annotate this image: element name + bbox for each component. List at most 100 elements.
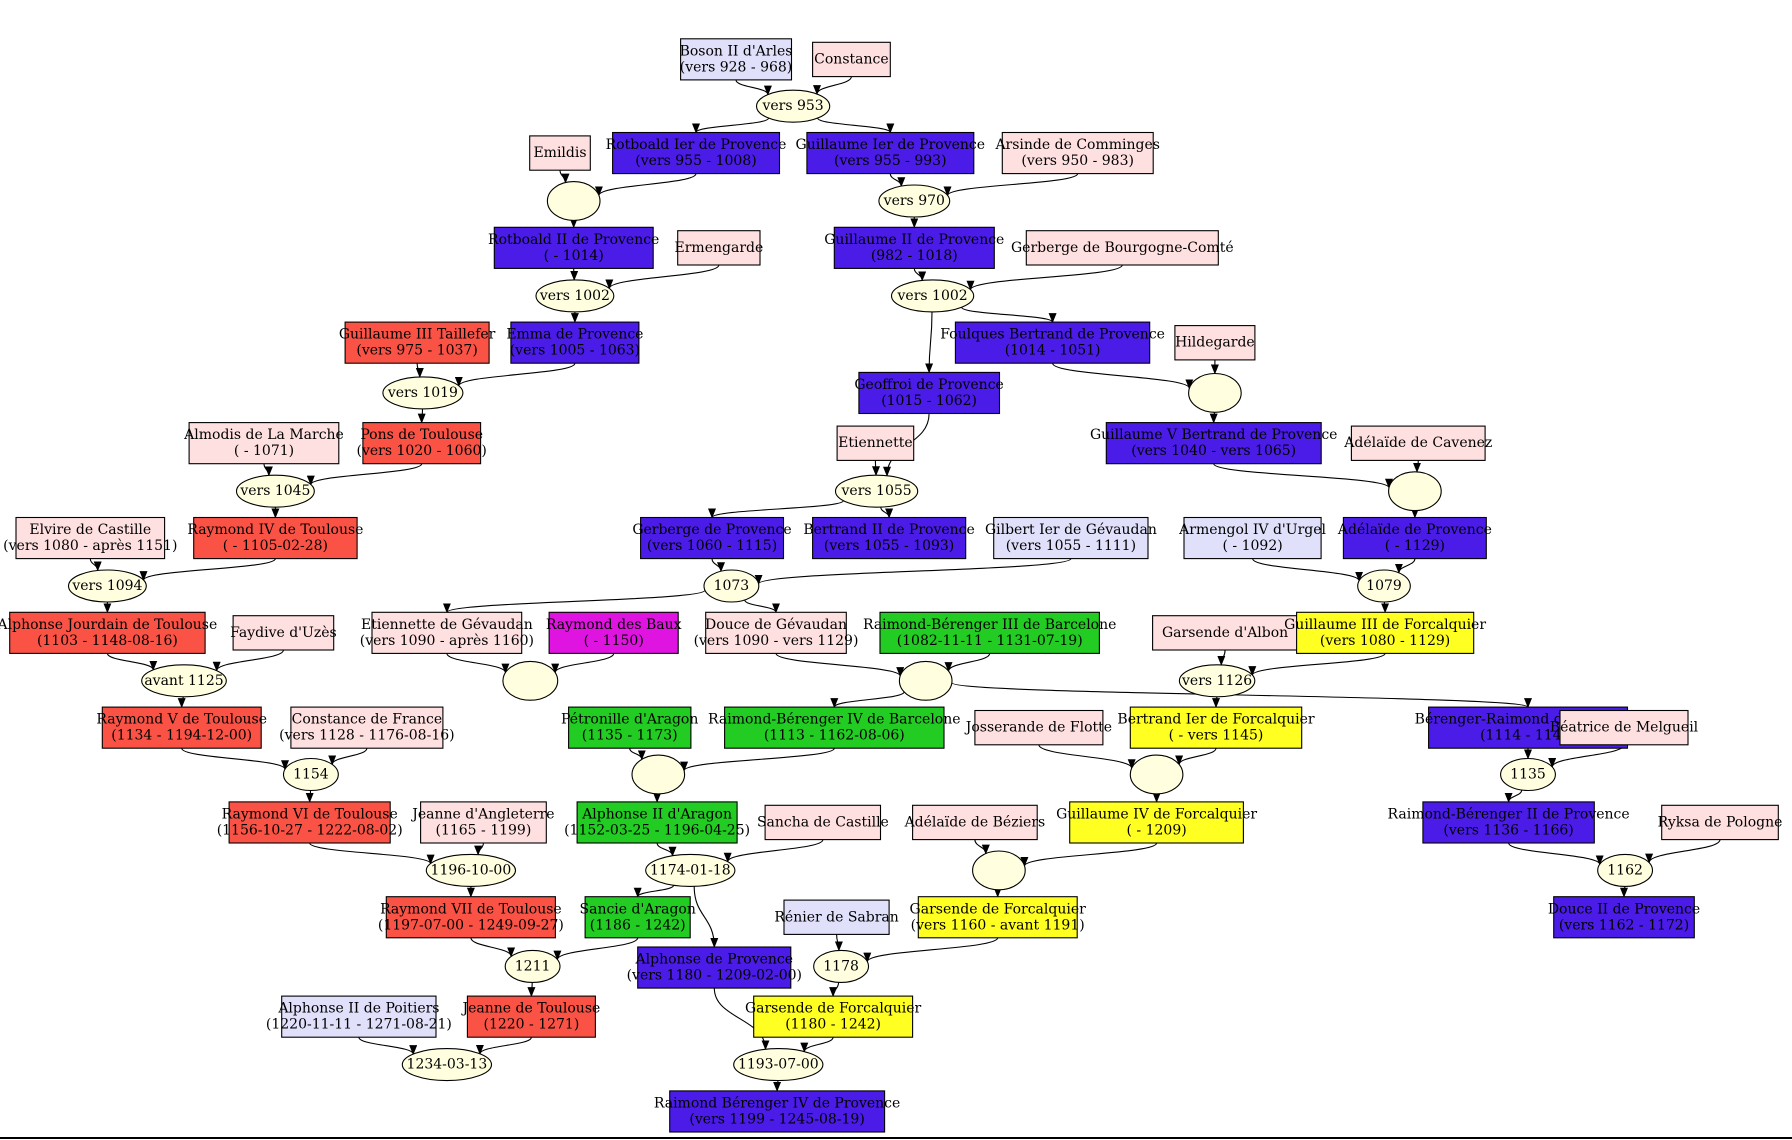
person-bertrand1f[interactable]: Bertrand Ier de Forcalquier( - vers 1145… — [1117, 706, 1315, 749]
marriage-m_pet[interactable] — [631, 754, 686, 795]
person-rb2p[interactable]: Raimond-Bérenger II de Provence(vers 113… — [1388, 801, 1630, 844]
person-geoffroi[interactable]: Geoffroi de Provence(1015 - 1062) — [854, 371, 1004, 415]
marriage-m_1002a[interactable]: vers 1002 — [535, 279, 615, 313]
person-foulques[interactable]: Foulques Bertrand de Provence(1014 - 105… — [940, 321, 1165, 364]
marriage-m_1193[interactable]: 1193-07-00 — [733, 1048, 824, 1082]
child-edge — [693, 886, 719, 948]
person-raymond4[interactable]: Raymond IV de Toulouse( - 1105-02-28) — [187, 516, 363, 560]
person-garsende_f2[interactable]: Garsende de Forcalquier(1180 - 1242) — [745, 995, 922, 1038]
marriage-m_1196[interactable]: 1196-10-00 — [425, 853, 517, 887]
marriage-m_rb3[interactable] — [898, 660, 953, 701]
marriage-m_1079[interactable]: 1079 — [1357, 569, 1411, 603]
person-douce2[interactable]: Douce II de Provence(vers 1162 - 1172) — [1548, 896, 1700, 939]
marriage-m_1094[interactable]: vers 1094 — [67, 569, 147, 603]
person-guillaume4f[interactable]: Guillaume IV de Forcalquier( - 1209) — [1056, 801, 1257, 844]
person-rotboald2[interactable]: Rotboald II de Provence( - 1014) — [488, 226, 659, 269]
person-bertrand2[interactable]: Bertrand II de Provence(vers 1055 - 1093… — [803, 516, 975, 560]
person-gerberge_p[interactable]: Gerberge de Provence(vers 1060 - 1115) — [632, 516, 792, 560]
person-josserande[interactable]: Josserande de Flotte — [964, 709, 1112, 746]
person-name: Elvire de Castille — [29, 522, 151, 538]
person-arsinde[interactable]: Arsinde de Comminges(vers 950 - 983) — [994, 131, 1160, 175]
person-raymond6[interactable]: Raymond VI de Toulouse(1156-10-27 - 1222… — [217, 801, 403, 844]
person-etiennette_g[interactable]: Etiennette de Gévaudan(vers 1090 - après… — [360, 611, 534, 654]
person-adelaide_b[interactable]: Adélaïde de Béziers — [904, 804, 1046, 841]
person-rb4[interactable]: Raimond-Bérenger IV de Barcelone(1113 - … — [708, 706, 961, 749]
spouse-edge — [1020, 842, 1158, 867]
person-alphonse_j[interactable]: Alphonse Jourdain de Toulouse(1103 - 114… — [0, 611, 217, 654]
person-adelaide_cav[interactable]: Adélaïde de Cavenez — [1343, 425, 1492, 461]
person-raymond_baux[interactable]: Raymond des Baux( - 1150) — [546, 611, 682, 654]
person-douce_g[interactable]: Douce de Gévaudan(vers 1090 - vers 1129) — [694, 611, 859, 654]
marriage-m_1178[interactable]: 1178 — [813, 949, 870, 983]
person-dates: (vers 1080 - après 1151) — [3, 538, 177, 554]
spouse-edge — [89, 558, 102, 572]
person-box — [680, 38, 793, 81]
person-boson[interactable]: Boson II d'Arles(vers 928 - 968) — [680, 38, 793, 81]
marriage-m_cav[interactable] — [1388, 471, 1442, 512]
person-jeanne_t[interactable]: Jeanne de Toulouse(1220 - 1271) — [460, 995, 600, 1038]
person-constance_f[interactable]: Constance de France(vers 1128 - 1176-08-… — [279, 706, 455, 749]
child-edge — [1620, 886, 1629, 898]
person-rotboald1[interactable]: Rotboald Ier de Provence(vers 955 - 1008… — [606, 131, 787, 175]
marriage-m_1125[interactable]: avant 1125 — [141, 664, 227, 698]
person-guillaume3f[interactable]: Guillaume III de Forcalquier(vers 1080 -… — [1284, 611, 1486, 654]
marriage-m_1174[interactable]: 1174-01-18 — [645, 853, 736, 887]
marriage-m_em[interactable] — [546, 181, 601, 221]
person-armengol[interactable]: Armengol IV d'Urgel( - 1092) — [1178, 516, 1327, 560]
person-gilbert[interactable]: Gilbert Ier de Gévaudan(vers 1055 - 1111… — [985, 516, 1157, 560]
person-guillaume5[interactable]: Guillaume V Bertrand de Provence(vers 10… — [1090, 422, 1338, 465]
marriage-m_jos[interactable] — [1129, 754, 1184, 795]
person-alphonse2p[interactable]: Alphonse II de Poitiers(1220-11-11 - 127… — [266, 995, 452, 1038]
person-emildis[interactable]: Emildis — [529, 135, 591, 171]
spouse-edge — [553, 937, 639, 961]
person-renier[interactable]: Rénier de Sabran — [774, 899, 899, 935]
person-hildegarde[interactable]: Hildegarde — [1174, 325, 1256, 361]
person-name: Pétronille d'Aragon — [561, 712, 698, 728]
person-beatrice[interactable]: Béatrice de Melgueil — [1550, 709, 1699, 746]
person-ermengarde[interactable]: Ermengarde — [675, 230, 764, 266]
marriage-m_970[interactable]: vers 970 — [878, 184, 951, 218]
person-rb3[interactable]: Raimond-Bérenger III de Barcelone(1082-1… — [863, 611, 1116, 654]
marriage-m_1045[interactable]: vers 1045 — [235, 474, 315, 508]
person-raymond5[interactable]: Raymond V de Toulouse(1134 - 1194-12-00) — [96, 706, 267, 749]
marriage-m_1162[interactable]: 1162 — [1597, 853, 1654, 887]
person-almodis[interactable]: Almodis de La Marche( - 1071) — [183, 422, 344, 465]
person-guillaume3t[interactable]: Guillaume III Taillefer(vers 975 - 1037) — [339, 321, 496, 364]
marriage-m_953[interactable]: vers 953 — [755, 89, 831, 123]
marriage-m_hild[interactable] — [1188, 372, 1242, 413]
marriage-m_baux[interactable] — [502, 660, 559, 701]
marriage-m_1126[interactable]: vers 1126 — [1178, 664, 1256, 698]
person-sancie[interactable]: Sancie d'Aragon(1186 - 1242) — [580, 896, 696, 939]
person-box — [677, 230, 761, 266]
person-faydive[interactable]: Faydive d'Uzès — [230, 615, 337, 651]
person-ryksa[interactable]: Ryksa de Pologne — [1658, 804, 1783, 841]
person-etiennette[interactable]: Etiennette — [836, 425, 915, 461]
marriage-m_1154[interactable]: 1154 — [282, 757, 339, 792]
marriage-m_1019[interactable]: vers 1019 — [382, 376, 464, 410]
marriage-m_adb[interactable] — [972, 850, 1026, 891]
person-raymond7[interactable]: Raymond VII de Toulouse(1197-07-00 - 124… — [378, 896, 564, 939]
marriage-m_1211[interactable]: 1211 — [504, 949, 561, 983]
person-gerberge_b[interactable]: Gerberge de Bourgogne-Comté — [1011, 230, 1234, 266]
person-emma[interactable]: Emma de Provence(vers 1005 - 1063) — [506, 321, 643, 364]
person-garsende_a[interactable]: Garsende d'Albon — [1152, 615, 1299, 651]
person-rb4p[interactable]: Raimond Bérenger IV de Provence(vers 119… — [654, 1090, 900, 1133]
person-adelaide_p[interactable]: Adélaïde de Provence( - 1129) — [1337, 516, 1492, 560]
person-alphonse_p[interactable]: Alphonse de Provence(vers 1180 - 1209-02… — [627, 946, 802, 989]
person-petronille[interactable]: Pétronille d'Aragon(1135 - 1173) — [561, 706, 698, 749]
marriage-m_1234[interactable]: 1234-03-13 — [401, 1048, 493, 1082]
child-edge — [1381, 601, 1390, 614]
marriage-m_1073[interactable]: 1073 — [703, 569, 760, 603]
marriage-m_1055[interactable]: vers 1055 — [834, 474, 919, 508]
person-constance[interactable]: Constance — [812, 41, 891, 78]
person-sancha[interactable]: Sancha de Castille — [757, 804, 889, 841]
person-elvire[interactable]: Elvire de Castille(vers 1080 - après 115… — [3, 516, 177, 560]
marriage-m_1002b[interactable]: vers 1002 — [890, 279, 975, 313]
marriage-m_1135[interactable]: 1135 — [1500, 757, 1556, 792]
person-guillaume1[interactable]: Guillaume Ier de Provence(vers 955 - 993… — [796, 131, 986, 175]
person-jeanne_a[interactable]: Jeanne d'Angleterre(1165 - 1199) — [410, 801, 555, 844]
person-guillaume2[interactable]: Guillaume II de Provence(982 - 1018) — [824, 226, 1004, 269]
person-alphonse2a[interactable]: Alphonse II d'Aragon(1152-03-25 - 1196-0… — [564, 801, 750, 844]
person-garsende_f1[interactable]: Garsende de Forcalquier(vers 1160 - avan… — [910, 896, 1087, 939]
person-pons[interactable]: Pons de Toulouse(vers 1020 - 1060) — [357, 422, 487, 465]
